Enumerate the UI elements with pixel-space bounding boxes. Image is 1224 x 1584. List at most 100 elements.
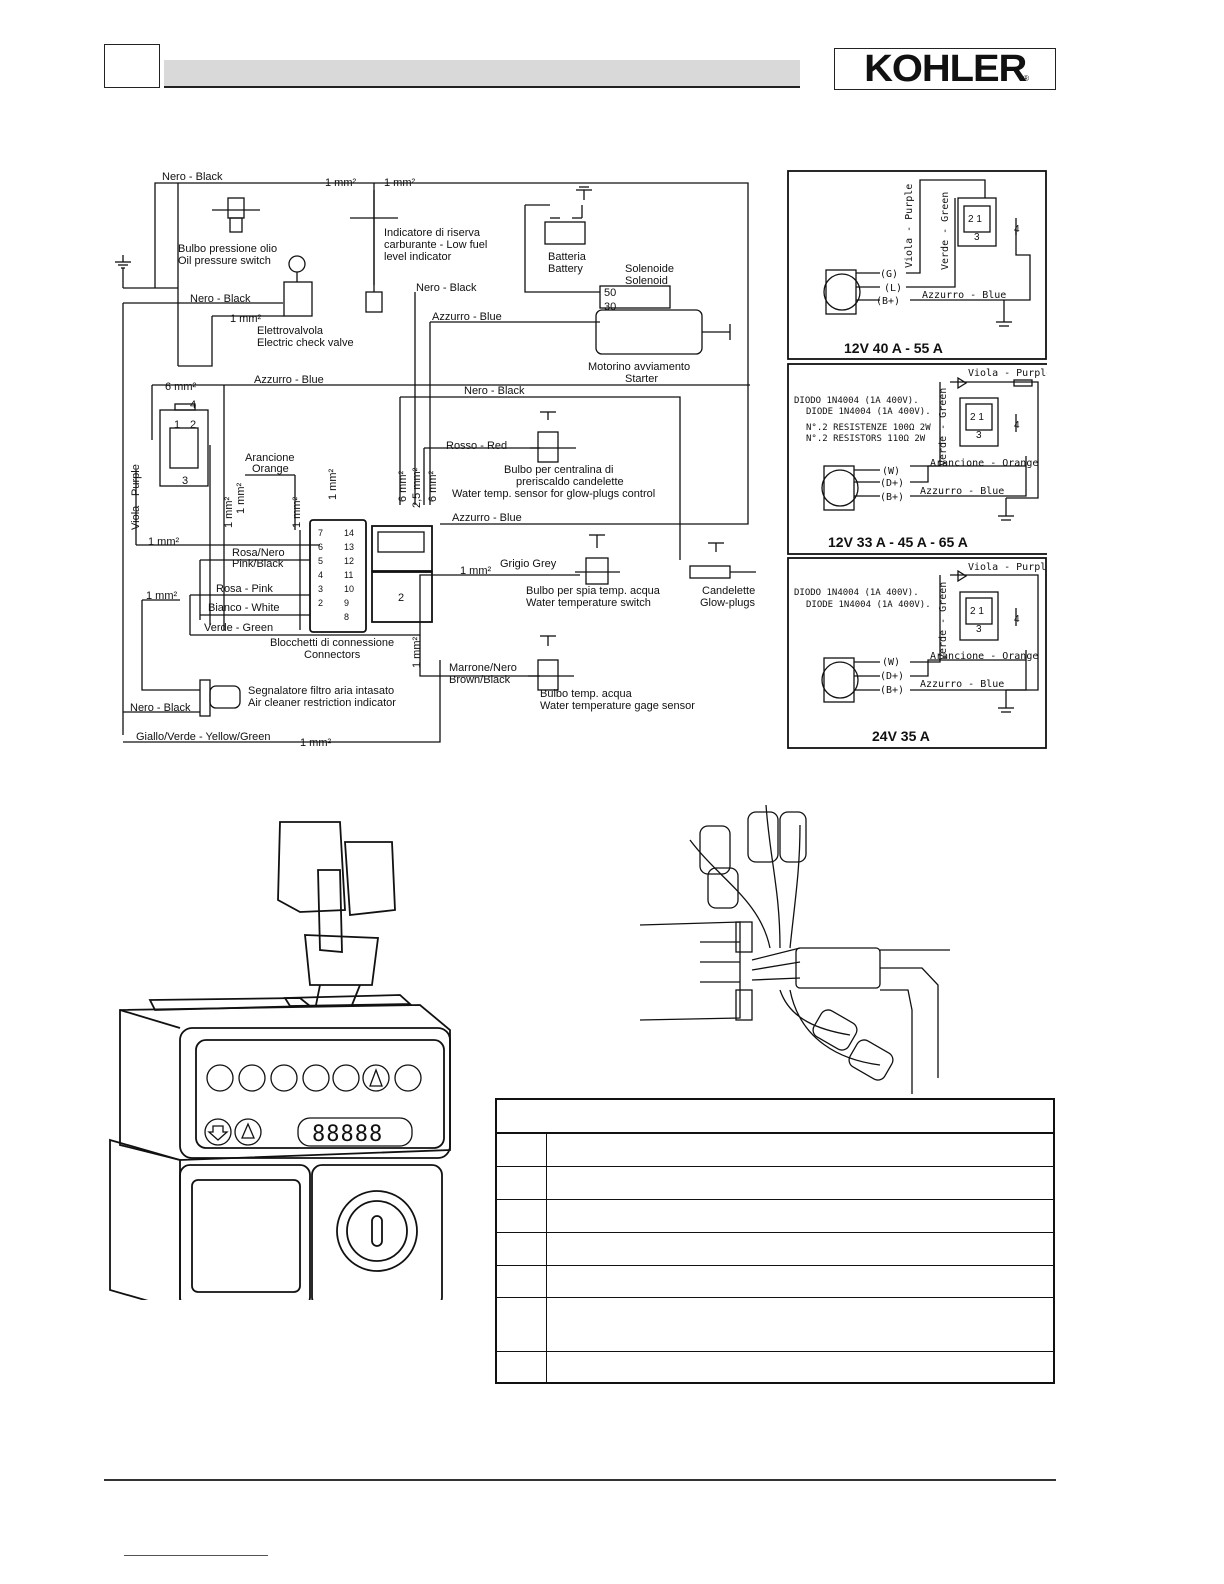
wire-label: Viola - Purple	[904, 184, 915, 268]
table-row	[497, 1200, 1053, 1233]
terminal-label: (W)	[882, 657, 900, 668]
wire-label: Orange	[252, 463, 289, 475]
wire-label: Marrone/Nero	[449, 662, 517, 674]
component-label-it: carburante - Low fuel	[384, 239, 487, 251]
wire-label: Arancione	[245, 452, 295, 464]
water-temp-switch-icon	[575, 534, 620, 585]
wiring-diagram: Nero - Black 1 mm² 1 mm² Bulbo pressione…	[115, 171, 756, 749]
resistor-note-en: N°.2 RESISTORS 110Ω 2W	[806, 434, 926, 444]
connector-pin-number: 12	[344, 556, 354, 566]
terminal-label: (W)	[882, 466, 900, 477]
section-label: 1 mm²	[384, 177, 416, 189]
connector-pin-number: 14	[344, 528, 354, 538]
alternator-panel-1: (G) (L) (B+) Azzurro - Blue 2 1 3 4 Viol…	[787, 170, 1047, 360]
connector-pin-number: 4	[318, 570, 323, 580]
ground-icon	[115, 255, 131, 269]
alternator-panel-3: DIODO 1N4004 (1A 400V). DIODE 1N4004 (1A…	[787, 557, 1047, 749]
component-label-en: Solenoid	[625, 275, 668, 287]
wire-label: Grigio Grey	[500, 558, 557, 570]
regulator-pin: 4	[1014, 224, 1020, 235]
section-label: 6 mm²	[397, 471, 409, 503]
fuel-indicator-icon	[350, 190, 398, 313]
terminal-label: (G)	[880, 269, 898, 280]
table-row	[497, 1134, 1053, 1167]
wire-label: Azzurro - Blue	[922, 290, 1006, 301]
section-label: 1 mm²	[235, 483, 247, 515]
control-panel-drawing: 88888	[109, 821, 451, 1300]
alternator-panels: (G) (L) (B+) Azzurro - Blue 2 1 3 4 Viol…	[787, 170, 1047, 749]
section-label: 1 mm²	[327, 469, 339, 501]
section-label: 1 mm²	[411, 637, 423, 669]
wire-label: Rosa - Pink	[216, 583, 273, 595]
component-label-en: level indicator	[384, 251, 452, 263]
terminal-label: (D+)	[880, 478, 904, 489]
wire-label: Bianco - White	[208, 602, 280, 614]
terminal-label: (L)	[884, 283, 902, 294]
regulator-pin: 3	[976, 624, 982, 635]
wire-label: Arancione - Orange	[930, 651, 1038, 662]
relay-pin: 3	[182, 475, 188, 487]
section-label: 2,5 mm²	[411, 467, 423, 508]
wire-label: Azzurro - Blue	[920, 679, 1004, 690]
wire-label: Nero - Black	[464, 385, 525, 397]
component-label-it: Bulbo pressione olio	[178, 243, 277, 255]
component-label-it: Candelette	[702, 585, 755, 597]
hazard-icon	[234, 1118, 262, 1146]
connector-pin-number: 2	[318, 598, 323, 608]
section-label: 1 mm²	[460, 565, 492, 577]
connector-pin-number: 13	[344, 542, 354, 552]
section-label: 1 mm²	[223, 497, 235, 529]
connector-pin-number: 8	[344, 612, 349, 622]
regulator-pin: 3	[974, 232, 980, 243]
page-number-box	[104, 44, 160, 88]
electric-valve-icon	[283, 255, 313, 317]
component-label-it: Blocchetti di connessione	[270, 637, 394, 649]
ground-icon	[576, 186, 592, 200]
regulator-pin: 3	[976, 430, 982, 441]
connector-pin-number: 10	[344, 584, 354, 594]
terminal-label: (B+)	[880, 492, 904, 503]
alternator-panel-2: DIODO 1N4004 (1A 400V). DIODE 1N4004 (1A…	[787, 363, 1047, 555]
harness-drawing	[640, 804, 950, 1094]
table-row	[497, 1352, 1053, 1382]
component-label-it: Bulbo temp. acqua	[540, 688, 633, 700]
warning-icon	[362, 1064, 390, 1092]
footer-rule	[104, 1479, 1056, 1481]
battery-icon	[525, 204, 586, 245]
connector-block	[309, 519, 367, 633]
wire-label: Nero - Black	[162, 171, 223, 183]
temperature-icon	[302, 1064, 330, 1092]
component-label-it: Elettrovalvola	[257, 325, 324, 337]
component-label-it: Indicatore di riserva	[384, 227, 481, 239]
terminal-label: 30	[604, 301, 616, 313]
wire-label: Viola - Purple	[968, 562, 1047, 573]
connector-lower-box	[371, 571, 433, 623]
terminal-label: (D+)	[880, 671, 904, 682]
alternator-rating: 12V 40 A - 55 A	[844, 340, 943, 356]
table-row	[497, 1233, 1053, 1266]
component-label-en: Water temperature gage sensor	[540, 700, 695, 712]
starter-motor-icon	[595, 285, 731, 355]
component-label-en: Air cleaner restriction indicator	[248, 697, 396, 709]
lcd-display	[297, 1117, 413, 1147]
connector-pin-number: 9	[344, 598, 349, 608]
relay-pin: 2	[190, 419, 196, 431]
fuel-icon	[206, 1064, 234, 1092]
component-label-it: preriscaldo candelette	[516, 476, 624, 488]
wire-label: Verde - Green	[938, 388, 949, 466]
connector-pin-number: 7	[318, 528, 323, 538]
footer-link-underline[interactable]	[124, 1555, 268, 1556]
component-label-en: Electric check valve	[257, 337, 354, 349]
wire-label: Verde - Green	[938, 582, 949, 660]
relay-pin: 4	[190, 399, 196, 411]
logo-text: KOHLER	[863, 47, 1027, 90]
down-arrow-icon	[204, 1118, 232, 1146]
wire-label: Azzurro - Blue	[920, 486, 1004, 497]
legend-table-header	[497, 1100, 1053, 1134]
legend-table	[495, 1098, 1055, 1384]
regulator-pin: 4	[1014, 614, 1020, 625]
connector-pin-number: 5	[318, 556, 323, 566]
wire-label: Azzurro - Blue	[432, 311, 502, 323]
component-label-en: Battery	[548, 263, 583, 275]
